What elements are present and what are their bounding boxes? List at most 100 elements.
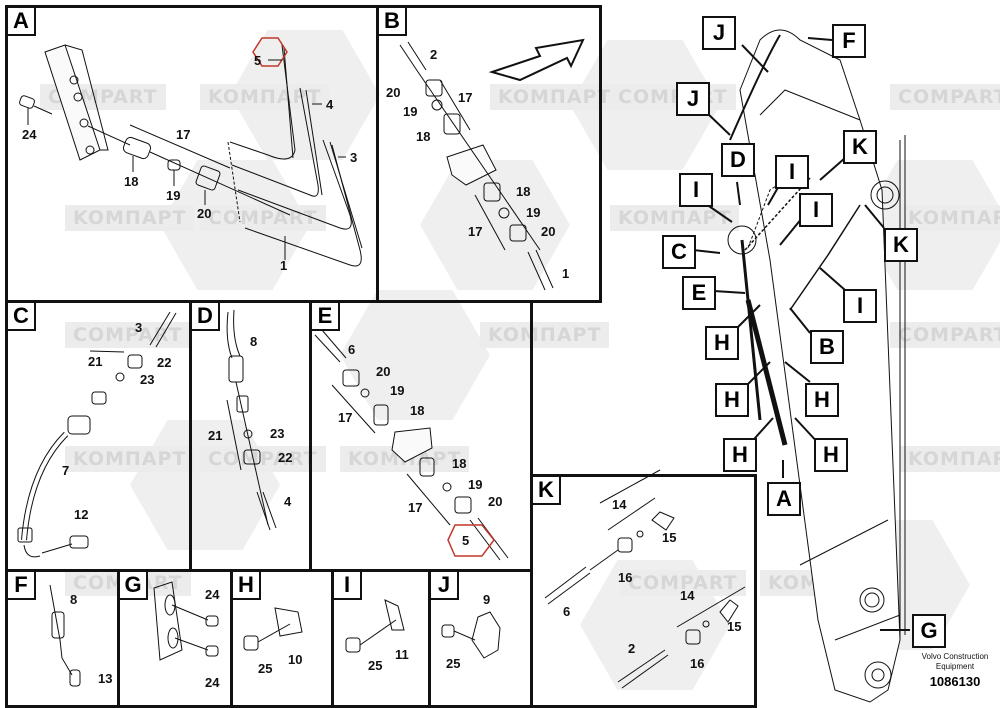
- part-number: 21: [88, 354, 103, 369]
- watermark: KOMПАРТ: [200, 84, 330, 110]
- part-number: 12: [74, 507, 89, 522]
- part-number: 19: [166, 188, 181, 203]
- manufacturer-line-1: Volvo Construction: [921, 652, 989, 661]
- watermark: COMPART: [620, 570, 746, 596]
- callout-h[interactable]: H: [705, 326, 739, 360]
- panel-d-art: [226, 309, 277, 531]
- detail-panel-a: A: [5, 5, 379, 303]
- panel-e-art: [314, 329, 509, 561]
- panel-c-art: [17, 311, 177, 558]
- watermark: COMPART: [890, 84, 1000, 110]
- part-number: 11: [395, 647, 409, 662]
- part-number: 5: [254, 53, 262, 68]
- part-number: 18: [416, 129, 431, 144]
- callout-i[interactable]: I: [775, 155, 809, 189]
- part-number: 17: [176, 127, 191, 142]
- part-number: 9: [483, 592, 491, 607]
- detail-panel-k: K: [530, 474, 757, 708]
- callout-g[interactable]: G: [912, 614, 946, 648]
- part-number: 18: [452, 456, 467, 471]
- part-number: 24: [205, 587, 220, 602]
- watermark: KOMПАРТ: [65, 446, 195, 472]
- part-number: 18: [124, 174, 139, 189]
- part-number: 18: [516, 184, 531, 199]
- watermark: COMPART: [200, 446, 326, 472]
- part-number: 24: [22, 127, 37, 142]
- part-number: 6: [563, 604, 571, 619]
- part-number: 1: [562, 266, 570, 281]
- part-number: 3: [350, 150, 358, 165]
- callout-j[interactable]: J: [702, 16, 736, 50]
- panel-b-art: [399, 38, 585, 291]
- part-number: 7: [62, 463, 70, 478]
- part-number: 18: [410, 403, 425, 418]
- part-number: 20: [197, 206, 212, 221]
- panel-label: J: [431, 572, 459, 600]
- part-number: 2: [628, 641, 636, 656]
- callout-k[interactable]: K: [884, 228, 918, 262]
- watermark: KOMПАРТ: [610, 205, 740, 231]
- callout-e[interactable]: E: [682, 276, 716, 310]
- callout-i[interactable]: I: [843, 289, 877, 323]
- part-number: 20: [488, 494, 503, 509]
- callout-a[interactable]: A: [767, 482, 801, 516]
- part-number: 17: [408, 500, 423, 515]
- panel-label: G: [120, 572, 148, 600]
- part-number: 17: [338, 410, 353, 425]
- part-number: 25: [258, 661, 273, 676]
- part-number: 4: [326, 97, 334, 112]
- detail-panel-h: H: [230, 569, 334, 708]
- detail-panel-i: I: [331, 569, 431, 708]
- detail-panel-e: E: [309, 300, 533, 572]
- callout-k[interactable]: K: [843, 130, 877, 164]
- detail-panel-b: B: [376, 5, 602, 303]
- panel-label: D: [192, 303, 220, 331]
- part-number: 20: [386, 85, 401, 100]
- panel-label: A: [8, 8, 36, 36]
- panel-label: C: [8, 303, 36, 331]
- callout-i[interactable]: I: [799, 193, 833, 227]
- callout-i[interactable]: I: [679, 173, 713, 207]
- callout-c[interactable]: C: [662, 235, 696, 269]
- callout-leaders: [692, 37, 910, 631]
- watermark: KOMПАРТ: [490, 84, 620, 110]
- part-number: 14: [680, 588, 695, 603]
- panel-label: E: [312, 303, 340, 331]
- part-number: 19: [403, 104, 418, 119]
- callout-h[interactable]: H: [814, 438, 848, 472]
- part-number: 21: [208, 428, 223, 443]
- panel-label: K: [533, 477, 561, 505]
- part-number: 3: [135, 320, 143, 335]
- callout-h[interactable]: H: [723, 438, 757, 472]
- manufacturer-caption: Volvo Construction Equipment: [900, 652, 1000, 672]
- part-number: 1: [280, 258, 288, 273]
- part-number: 15: [727, 619, 742, 634]
- watermark: KOMПАРТ: [65, 205, 195, 231]
- watermark: KOMПАРТ: [900, 446, 1000, 472]
- watermark: KOMПАРТ: [900, 205, 1000, 231]
- panel-label: F: [8, 572, 36, 600]
- callout-b[interactable]: B: [810, 330, 844, 364]
- watermark: COMPART: [890, 322, 1000, 348]
- part-number: 14: [612, 497, 627, 512]
- part-number: 6: [348, 342, 356, 357]
- panel-label: I: [334, 572, 362, 600]
- document-number: 1086130: [929, 674, 981, 689]
- part-number: 19: [468, 477, 483, 492]
- callout-h[interactable]: H: [715, 383, 749, 417]
- callout-f[interactable]: F: [832, 24, 866, 58]
- panel-label: B: [379, 8, 407, 36]
- callout-j[interactable]: J: [676, 82, 710, 116]
- panel-label: H: [233, 572, 261, 600]
- callout-h[interactable]: H: [805, 383, 839, 417]
- part-number: 22: [278, 450, 293, 465]
- panel-fghij-art: [49, 581, 501, 687]
- part-number: 8: [250, 334, 258, 349]
- part-number: 15: [662, 530, 677, 545]
- watermark: COMPART: [65, 322, 191, 348]
- part-number: 19: [526, 205, 541, 220]
- callout-d[interactable]: D: [721, 143, 755, 177]
- part-number: 22: [157, 355, 172, 370]
- detail-panel-f: F: [5, 569, 120, 708]
